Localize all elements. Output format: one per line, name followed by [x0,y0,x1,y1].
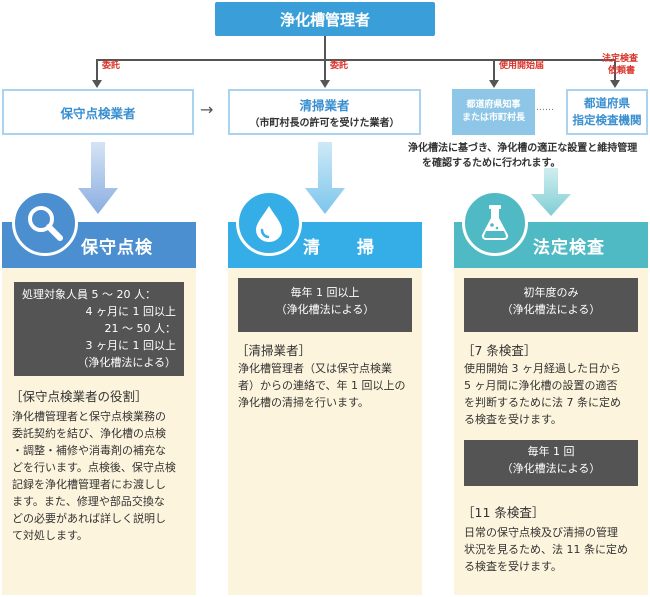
label-iraisho: 依頼書 [608,66,636,76]
box-seisou-gyousha: 清掃業者 （市町村長の許可を受けた業者） [228,89,421,135]
seisou-freq-l1: 毎年 1 回以上 [290,286,360,299]
connector-horizontal [97,59,498,61]
box-shitei-kensa-kikan: 都道府県 指定検査機関 [566,89,648,135]
down-arrow-seisou [305,142,345,214]
seisou-line: 浄化槽管理者（又は保守点検業 [238,362,392,375]
panel-houtei-title: 法定検査 [533,237,605,258]
dots-connector: …… [536,103,554,113]
down-arrow-hoshu [78,142,118,214]
box-chiji-line1: 都道府県知事 [466,100,521,110]
hoshu-freq-l2: 4 ヶ月に 1 回以上 [85,305,177,318]
houtei-freq2-l2: （浄化槽法による） [501,462,601,475]
seisou-line: 浄化槽の清掃を行います。 [238,396,369,409]
houtei-line: 日常の保守点検及び清掃の管理 [464,526,618,539]
hoshu-line: ます。また、修理や部品交換な [12,495,165,508]
panel-seisou-title: 清 掃 [303,237,375,258]
hoshu-frequency-box: 処理対象人員 5 〜 20 人： 4 ヶ月に 1 回以上 21 〜 50 人： … [14,282,184,376]
arrowhead-left [92,80,102,88]
seisou-line: 者）からの連絡で、年 1 回以上の [238,379,406,392]
arrowhead-right2 [610,80,620,88]
seisou-section-title: ［清掃業者］ [236,343,312,358]
arrow-right-icon: → [200,100,214,119]
connector-right1 [493,59,495,80]
box-hoshu-gyousha-label: 保守点検業者 [60,105,136,121]
box-shitei-line2: 指定検査機関 [572,113,642,127]
connector-trunk [324,36,326,60]
hoshu-line: 委託契約を結び、浄化槽の点検 [12,427,166,440]
houtei-section-11jou: ［11 条検査］ [462,505,545,520]
houtei-line: る検査を受けます。 [464,560,562,573]
hoshu-line: どを行います。点検後、保守点検 [12,461,176,474]
houtei-description-7jou: 使用開始 3 ヶ月経過した日から 5 ヶ月間に浄化槽の設置の適否 を判断するため… [464,360,646,428]
seisou-frequency-box: 毎年 1 回以上 （浄化槽法による） [238,278,412,332]
water-drop-icon [236,190,302,256]
panel-seisou: 清 掃 毎年 1 回以上 （浄化槽法による） ［清掃業者］ 浄化槽管理者（又は保… [228,222,422,595]
box-shitei-line1: 都道府県 [584,96,630,110]
panel-seisou-header: 清 掃 [228,222,422,268]
connector-right2 [614,59,616,80]
seisou-description: 浄化槽管理者（又は保守点検業 者）からの連絡で、年 1 回以上の 浄化槽の清掃を… [238,360,420,411]
panel-seisou-body: 毎年 1 回以上 （浄化槽法による） ［清掃業者］ 浄化槽管理者（又は保守点検業… [228,268,422,595]
label-itaku-middle: 委託 [330,61,349,71]
panel-houtei-body: 初年度のみ （浄化槽法による） ［7 条検査］ 使用開始 3 ヶ月経過した日から… [454,268,648,595]
houtei-freq-box-2: 毎年 1 回 （浄化槽法による） [464,440,638,486]
houtei-line: る検査を受けます。 [464,413,562,426]
connector-horizontal-right [497,59,615,61]
hoshu-line: ・調整・補修や消毒剤の補充な [12,444,166,457]
houtei-freq1-l1: 初年度のみ [523,286,579,299]
down-arrow-houtei [531,168,571,216]
box-seisou-gyousha-sub: （市町村長の許可を受けた業者） [249,118,400,129]
connector-left [96,59,98,80]
box-hoshu-gyousha: 保守点検業者 [2,89,194,135]
hoshu-line: どの必要があれば詳しく説明し [12,512,166,525]
magnifier-icon [12,190,78,256]
hoshu-section-title: ［保守点検業者の役割］ [10,389,148,404]
houtei-freq2-l1: 毎年 1 回 [527,445,575,458]
label-shiyou-kaishi: 使用開始届 [499,61,545,71]
hoshu-freq-l1: 処理対象人員 5 〜 20 人： [22,288,156,301]
panel-hoshu: 保守点検 処理対象人員 5 〜 20 人： 4 ヶ月に 1 回以上 21 〜 5… [2,222,196,595]
hoshu-freq-l4: 3 ヶ月に 1 回以上 [85,339,177,352]
flask-icon [462,190,528,256]
hoshu-line: 浄化槽管理者と保守点検業務の [12,410,166,423]
houtei-freq-box-1: 初年度のみ （浄化槽法による） [464,278,638,332]
houtei-line: 5 ヶ月間に浄化槽の設置の適否 [464,379,618,392]
seisou-freq-l2: （浄化槽法による） [275,303,375,316]
hoshu-freq-l3: 21 〜 50 人： [104,322,176,335]
hoshu-line: て対処します。 [12,529,88,542]
houtei-line: 状況を見るため、法 11 条に定め [464,543,628,556]
hoshu-description: 浄化槽管理者と保守点検業務の 委託契約を結び、浄化槽の点検 ・調整・補修や消毒剤… [12,408,194,544]
houtei-freq1-l2: （浄化槽法による） [501,303,601,316]
note-line1: 浄化槽法に基づき、浄化槽の適正な設置と維持管理 [408,143,638,154]
label-houtei-kensa: 法定検査 [602,54,639,64]
note-line2: を確認するために行われます。 [422,158,561,169]
panel-houtei: 法定検査 初年度のみ （浄化槽法による） ［7 条検査］ 使用開始 3 ヶ月経過… [454,222,648,595]
houtei-description-11jou: 日常の保守点検及び清掃の管理 状況を見るため、法 11 条に定め る検査を受けま… [464,524,646,575]
hoshu-line: 記録を浄化槽管理者にお渡しし [12,478,166,491]
manager-title: 浄化槽管理者 [215,2,435,36]
houtei-section-7jou: ［7 条検査］ [462,343,537,358]
arrowhead-middle [320,80,330,88]
arrowhead-right1 [489,80,499,88]
hoshu-freq-l5: （浄化槽法による） [77,356,176,369]
connector-middle [324,59,326,80]
box-chiji-line2: または市町村長 [461,113,525,123]
box-seisou-gyousha-label: 清掃業者 [299,98,350,113]
panel-hoshu-title: 保守点検 [81,237,153,258]
panel-hoshu-body: 処理対象人員 5 〜 20 人： 4 ヶ月に 1 回以上 21 〜 50 人： … [2,268,196,595]
box-chiji: 都道府県知事 または市町村長 [452,89,535,135]
houtei-line: を判断するために法 7 条に定め [464,396,621,409]
houtei-line: 使用開始 3 ヶ月経過した日から [464,362,621,375]
label-itaku-left: 委託 [102,61,121,71]
